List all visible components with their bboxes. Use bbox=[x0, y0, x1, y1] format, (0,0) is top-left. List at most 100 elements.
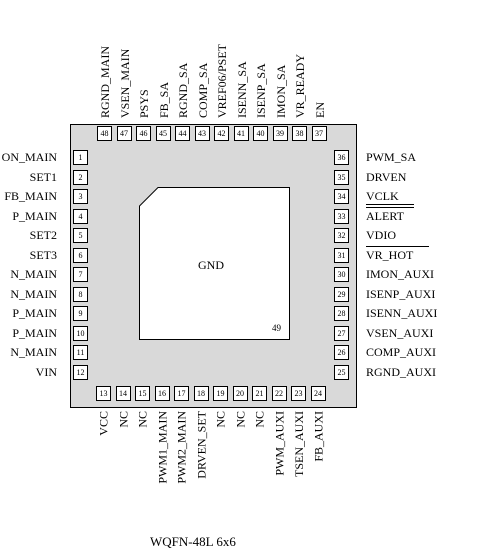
pin-pad-8: 8 bbox=[73, 286, 88, 302]
pin-pad-14: 14 bbox=[115, 386, 131, 401]
exposed-pad bbox=[139, 187, 290, 340]
pin-label-45: FB_SA bbox=[156, 81, 171, 118]
pin-label-3: FB_MAIN bbox=[4, 189, 57, 203]
pin-label-46: PSYS bbox=[137, 89, 151, 118]
pin-pad-6: 6 bbox=[73, 247, 88, 263]
pin-pad-11: 11 bbox=[73, 345, 88, 360]
pin-pad-13: 13 bbox=[96, 386, 111, 401]
pin-overbar-34 bbox=[366, 204, 414, 205]
pin-label-35: DRVEN bbox=[366, 169, 407, 184]
pin-label-12: VIN bbox=[35, 364, 57, 379]
pin-pad-18: 18 bbox=[193, 386, 209, 401]
pin-label-4: P_MAIN bbox=[12, 208, 57, 223]
pin-label-30: IMON_AUXI bbox=[366, 267, 434, 281]
pin-pad-22: 22 bbox=[271, 386, 287, 401]
pin-pad-19: 19 bbox=[213, 386, 228, 401]
pin-pad-5: 5 bbox=[73, 228, 88, 243]
pin-label-48: RGND_MAIN bbox=[98, 46, 112, 118]
pin-pad-39: 39 bbox=[272, 126, 288, 141]
pin-label-9: P_MAIN bbox=[12, 306, 57, 320]
pin-label-34: VCLK bbox=[366, 189, 399, 203]
pin-label-44: RGND_SA bbox=[176, 62, 190, 118]
pin-pad-38: 38 bbox=[292, 126, 307, 141]
pin-label-14: NC bbox=[116, 411, 131, 428]
pin-label-1: ON_MAIN bbox=[1, 150, 57, 164]
pin-pad-3: 3 bbox=[73, 189, 88, 204]
pin-pad-24: 24 bbox=[310, 386, 326, 401]
pin-label-2: SET1 bbox=[29, 169, 57, 184]
pin-label-6: SET3 bbox=[29, 247, 57, 262]
pin-pad-44: 44 bbox=[175, 126, 190, 141]
pin-pad-35: 35 bbox=[334, 169, 349, 185]
pin-pad-23: 23 bbox=[291, 386, 306, 401]
pin-label-20: NC bbox=[233, 411, 248, 428]
pin-label-32: VDIO bbox=[366, 228, 396, 242]
pin-pad-37: 37 bbox=[311, 126, 327, 141]
pin-overbar-31 bbox=[366, 245, 429, 247]
pin-pad-7: 7 bbox=[73, 267, 88, 282]
pin-pad-31: 31 bbox=[334, 247, 349, 263]
pin-label-17: PWM2_MAIN bbox=[174, 411, 189, 484]
exposed-pad-corner-chamfer bbox=[139, 187, 159, 207]
pin-label-19: NC bbox=[213, 411, 228, 428]
pin-label-21: NC bbox=[252, 411, 267, 428]
pin-overbar-33 bbox=[366, 206, 414, 208]
pin-label-15: NC bbox=[135, 411, 150, 428]
pin-pad-21: 21 bbox=[252, 386, 267, 401]
pin-pad-1: 1 bbox=[73, 150, 88, 165]
pin-label-24: FB_AUXI bbox=[311, 411, 326, 462]
pin-pad-27: 27 bbox=[334, 325, 349, 341]
pin-pad-47: 47 bbox=[116, 126, 132, 141]
pin-label-25: RGND_AUXI bbox=[366, 364, 436, 379]
pin-pad-26: 26 bbox=[334, 345, 349, 360]
pin-pad-48: 48 bbox=[97, 126, 112, 141]
pin-label-36: PWM_SA bbox=[366, 150, 417, 164]
pin-pad-16: 16 bbox=[154, 386, 170, 401]
pin-label-16: PWM1_MAIN bbox=[155, 411, 170, 484]
pin-pad-34: 34 bbox=[334, 189, 349, 204]
pin-label-47: VSEN_MAIN bbox=[117, 48, 132, 118]
pin-label-41: ISENN_SA bbox=[234, 61, 249, 118]
pin-pad-29: 29 bbox=[334, 286, 349, 302]
pin-pad-10: 10 bbox=[73, 325, 88, 341]
pin-label-7: N_MAIN bbox=[10, 267, 57, 281]
package-caption: WQFN-48L 6x6 bbox=[150, 534, 236, 549]
pin-label-43: COMP_SA bbox=[195, 62, 210, 118]
pin-label-23: TSEN_AUXI bbox=[292, 411, 306, 477]
pin-label-37: EN bbox=[312, 102, 327, 118]
pin-pad-30: 30 bbox=[334, 267, 349, 282]
pin-label-13: VCC bbox=[96, 411, 111, 436]
pin-label-8: N_MAIN bbox=[10, 286, 57, 301]
pin-label-31: VR_HOT bbox=[366, 247, 414, 262]
pin-pad-46: 46 bbox=[136, 126, 151, 141]
pin-pad-36: 36 bbox=[334, 150, 349, 165]
pin-label-11: N_MAIN bbox=[10, 345, 57, 359]
pin-pad-41: 41 bbox=[233, 126, 249, 141]
pin-pad-40: 40 bbox=[253, 126, 268, 141]
pin-pad-2: 2 bbox=[73, 169, 88, 185]
pin-pad-33: 33 bbox=[334, 208, 349, 224]
pin-label-18: DRVEN_SET bbox=[194, 411, 209, 479]
pin-label-27: VSEN_AUXI bbox=[366, 325, 434, 340]
pin-pad-25: 25 bbox=[334, 364, 349, 380]
pin-label-33: ALERT bbox=[366, 208, 404, 223]
pin-label-42: VREF06/PSET bbox=[215, 43, 229, 118]
pin-label-28: ISENN_AUXI bbox=[366, 306, 438, 320]
pin-pad-28: 28 bbox=[334, 306, 349, 321]
pin-label-10: P_MAIN bbox=[12, 325, 57, 340]
pin-label-40: ISENP_SA bbox=[254, 63, 268, 118]
pin-pad-17: 17 bbox=[174, 386, 189, 401]
pin-pad-32: 32 bbox=[334, 228, 349, 243]
pin-pad-42: 42 bbox=[214, 126, 229, 141]
pin-label-26: COMP_AUXI bbox=[366, 345, 437, 359]
pin-pad-4: 4 bbox=[73, 208, 88, 224]
pin-label-22: PWM_AUXI bbox=[272, 411, 287, 476]
exposed-pad-label: GND bbox=[198, 258, 224, 272]
pin-pad-15: 15 bbox=[135, 386, 150, 401]
pin-pad-45: 45 bbox=[155, 126, 171, 141]
pin-label-29: ISENP_AUXI bbox=[366, 286, 436, 301]
exposed-pad-number: 49 bbox=[272, 323, 281, 333]
pin-pad-20: 20 bbox=[232, 386, 248, 401]
pin-label-38: VR_READY bbox=[293, 53, 307, 118]
pin-label-39: IMON_SA bbox=[273, 64, 288, 118]
